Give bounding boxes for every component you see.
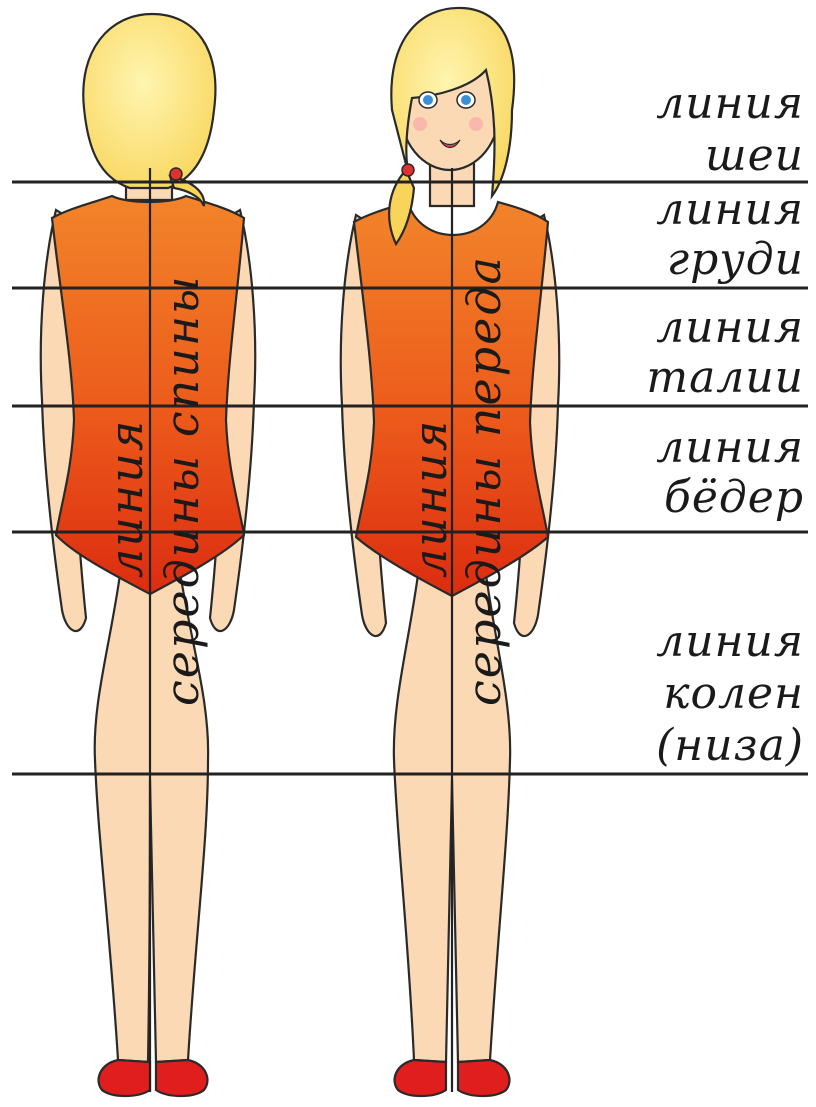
waist-label-1: линия [656,302,804,353]
chest-label-1: линия [656,184,804,235]
neck-label-1: линия [656,78,804,129]
chest-label-2: груди [667,234,804,285]
waist-label-2: талии [646,352,804,403]
front-right-shoe [458,1060,509,1096]
front-left-cheek [413,117,427,131]
neck-label-2: шеи [705,130,804,181]
knees-label-2: колен [663,668,804,719]
hips-label-1: линия [656,422,804,473]
front-right-cheek [469,117,483,131]
front-hair-tie [402,164,414,176]
knees-label-1: линия [656,616,804,667]
front-left-iris [423,95,433,105]
front-center-label-2: середины переда [457,255,511,706]
front-center-label-1: линия [403,419,457,578]
back-center-label-1: линия [99,419,153,578]
back-hair-tie [170,168,182,180]
back-center-label-2: середины спины [155,274,209,706]
back-left-shoe [99,1060,150,1096]
back-right-shoe [156,1060,207,1096]
front-left-shoe [395,1060,446,1096]
hips-label-2: бёдер [664,472,804,523]
back-hair [83,14,215,188]
knees-label-3: (низа) [656,720,804,771]
front-right-iris [461,95,471,105]
